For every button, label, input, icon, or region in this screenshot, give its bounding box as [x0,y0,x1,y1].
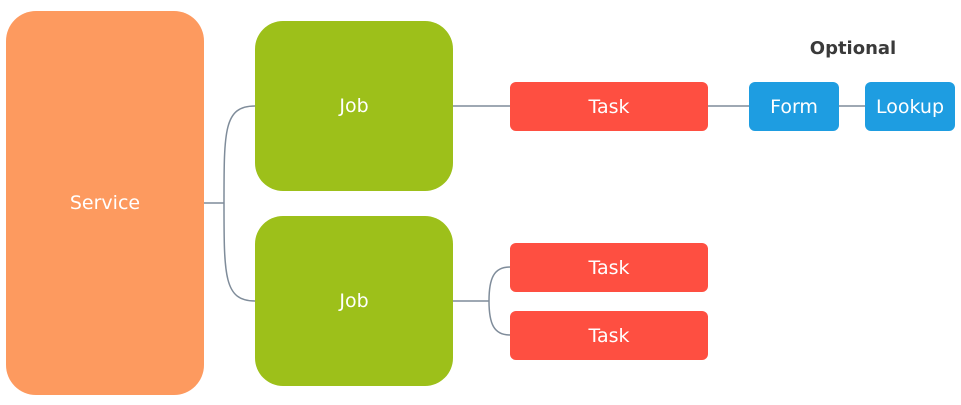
job-label-2: Job [339,290,369,312]
job-node-1: Job [255,21,453,191]
task-node-1: Task [510,82,708,131]
task-label-3: Task [588,324,630,347]
task-node-2: Task [510,243,708,292]
optional-heading: Optional [809,38,897,59]
task-label-2: Task [588,256,630,279]
job-node-2: Job [255,216,453,386]
connector-job-2-task-3 [488,300,511,336]
service-label: Service [69,192,141,214]
task-node-3: Task [510,311,708,360]
task-label-1: Task [588,95,630,118]
connector-service-job-1 [223,105,256,204]
form-node: Form [749,82,839,131]
form-label: Form [770,95,818,118]
connector-job-2-task-2 [488,266,511,302]
connector-service-job-2 [223,202,256,302]
job-label-1: Job [339,95,369,117]
service-node: Service [6,11,204,395]
lookup-node: Lookup [865,82,955,131]
lookup-label: Lookup [875,95,945,118]
